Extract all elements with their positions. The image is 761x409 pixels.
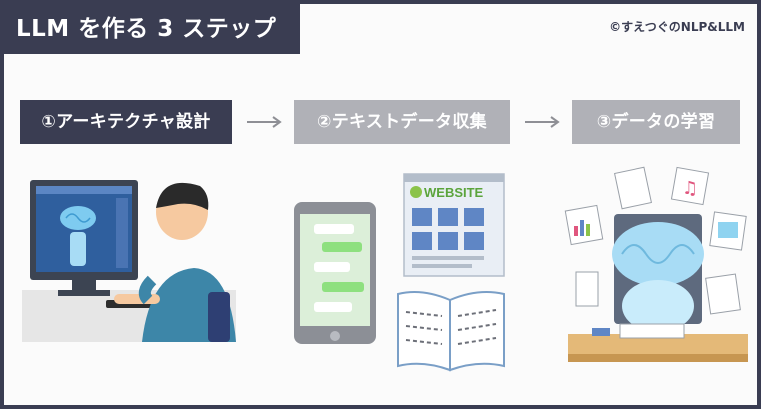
page-title: LLM を作る 3 ステップ bbox=[16, 16, 277, 42]
data-collection-illustration: WEBSITE bbox=[294, 173, 505, 372]
step-3-label: ③データの学習 bbox=[572, 100, 740, 144]
right-arrow-icon bbox=[525, 116, 560, 128]
right-arrow-icon bbox=[247, 116, 282, 128]
person-at-computer-illustration bbox=[22, 180, 236, 342]
image-doc-icon bbox=[709, 211, 747, 251]
smartphone-icon bbox=[294, 202, 376, 344]
website-logo-text: WEBSITE bbox=[424, 185, 484, 200]
svg-text:♫: ♫ bbox=[682, 178, 698, 199]
copyright-credit: ©すえつぐのNLP&LLM bbox=[609, 20, 745, 34]
title-banner: LLM を作る 3 ステップ bbox=[4, 4, 300, 54]
brain-studying-illustration: ♫ bbox=[564, 166, 748, 362]
step-1-label: ①アーキテクチャ設計 bbox=[20, 100, 232, 144]
brain-icon bbox=[60, 206, 96, 230]
music-note-icon: ♫ bbox=[670, 166, 710, 206]
open-book-icon bbox=[397, 291, 505, 372]
bar-chart-doc-icon bbox=[564, 204, 604, 246]
brain-character-icon bbox=[612, 222, 704, 332]
website-icon: WEBSITE bbox=[403, 173, 505, 277]
step-2-label: ②テキストデータ収集 bbox=[294, 100, 510, 144]
